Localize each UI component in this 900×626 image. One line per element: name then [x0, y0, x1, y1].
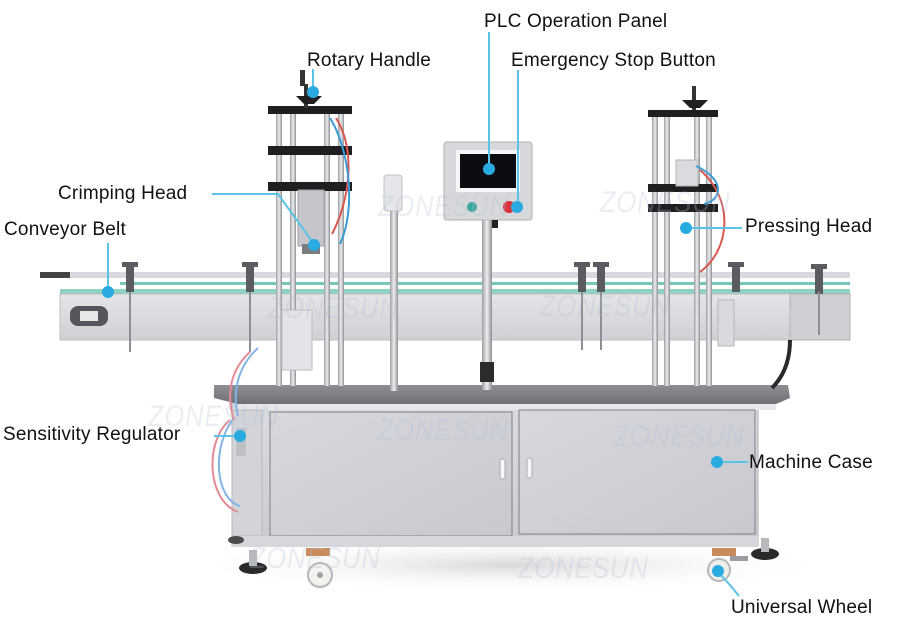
callout-dot-universal-wheel — [712, 565, 724, 577]
callout-dot-plc-panel — [483, 163, 495, 175]
callout-dot-machine-case — [711, 456, 723, 468]
label-pressing-head: Pressing Head — [745, 216, 873, 237]
plc-panel-unit — [443, 141, 533, 390]
callout-dot-rotary-handle — [307, 86, 319, 98]
watermark: ZONESUN — [250, 542, 381, 575]
callout-dot-pressing-head — [680, 222, 692, 234]
label-sensitivity-regulator: Sensitivity Regulator — [3, 424, 181, 445]
label-plc-operation-panel: PLC Operation Panel — [484, 11, 668, 32]
watermark: ZONESUN — [600, 186, 731, 219]
watermark: ZONESUN — [378, 190, 509, 223]
watermark: ZONESUN — [518, 552, 649, 585]
callout-dot-crimping-head — [308, 239, 320, 251]
callout-dot-emergency-stop — [511, 201, 523, 213]
label-machine-case: Machine Case — [749, 452, 873, 473]
machine-case-body — [214, 385, 790, 588]
watermark: ZONESUN — [378, 414, 509, 447]
crimping-unit — [268, 70, 352, 386]
label-conveyor-belt: Conveyor Belt — [4, 219, 126, 240]
watermark: ZONESUN — [148, 400, 279, 433]
watermark: ZONESUN — [268, 292, 399, 325]
label-emergency-stop-button: Emergency Stop Button — [511, 50, 716, 71]
callout-dot-sensitivity-regulator — [234, 430, 246, 442]
label-universal-wheel: Universal Wheel — [731, 597, 873, 618]
label-crimping-head: Crimping Head — [58, 183, 188, 204]
watermark: ZONESUN — [614, 420, 745, 453]
watermark: ZONESUN — [540, 290, 671, 323]
pressing-unit — [648, 86, 792, 390]
callout-dot-conveyor-belt — [102, 286, 114, 298]
label-rotary-handle: Rotary Handle — [307, 50, 432, 71]
